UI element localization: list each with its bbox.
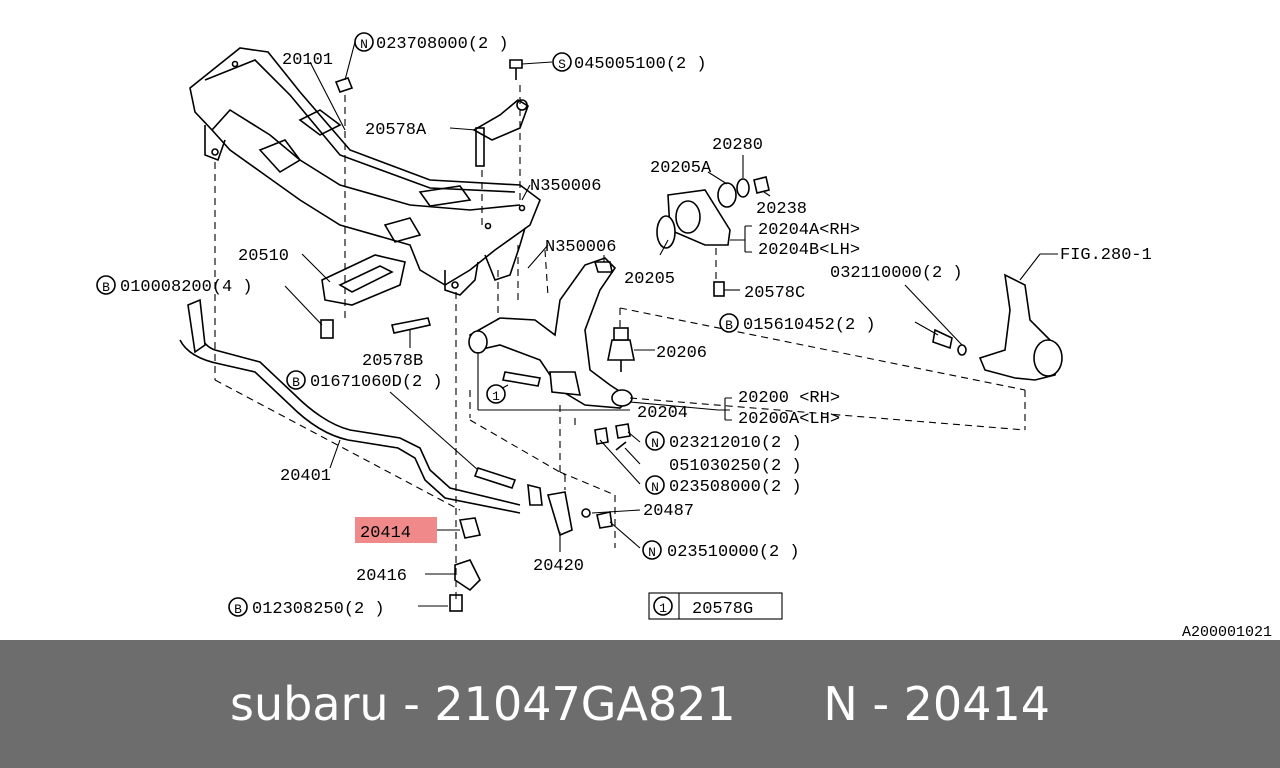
bolt-note1: [502, 371, 541, 387]
label-n023212010: 023212010(2 ): [669, 434, 802, 453]
knuckle-fig280: [932, 273, 1063, 381]
label-20204: 20204: [637, 404, 688, 423]
note-number: 1: [659, 601, 667, 616]
circle-letters: N S B B B B N N N 1: [96, 32, 739, 617]
circle-letter-b: B: [102, 280, 110, 295]
circle-letter-b: B: [292, 375, 300, 390]
bolt-01671060d: [473, 467, 517, 489]
label-20578c: 20578C: [744, 284, 805, 303]
label-20205: 20205: [624, 270, 675, 289]
label-20420: 20420: [533, 557, 584, 576]
label-n023510000: 023510000(2 ): [667, 543, 800, 562]
label-n023708000: 023708000(2 ): [376, 35, 509, 54]
label-051030250: 051030250(2 ): [669, 457, 802, 476]
footer-banner: subaru - 21047GA821 N - 20414: [0, 640, 1280, 768]
label-20578b: 20578B: [362, 352, 423, 371]
highlight-20414: [355, 517, 437, 543]
dashed-assembly-lines: [214, 85, 1026, 600]
label-b010008200: 010008200(4 ): [120, 278, 253, 297]
label-20414: 20414: [360, 524, 411, 543]
bushing-20414: [458, 517, 482, 539]
label-20578a: 20578A: [365, 121, 427, 140]
nut-023708000: [334, 77, 354, 93]
circle-letter-b: B: [725, 318, 733, 333]
washer-20205a: [717, 182, 737, 208]
leader-lines: [284, 41, 1058, 607]
footer-brand-part: subaru - 21047GA821: [230, 677, 736, 731]
circle-letter-n: N: [651, 480, 659, 495]
bolt-20578c: [713, 281, 725, 297]
label-b01671060d: 01671060D(2 ): [310, 373, 443, 392]
circle-letter-n: N: [648, 545, 656, 560]
label-20204b: 20204B<LH>: [758, 241, 860, 260]
note-part: 20578G: [692, 600, 753, 619]
link-20420: [527, 483, 613, 537]
label-032110000: 032110000(2 ): [830, 264, 963, 283]
label-20510: 20510: [238, 247, 289, 266]
label-20205a: 20205A: [650, 159, 712, 178]
label-20238: 20238: [756, 200, 807, 219]
part-labels: 20101 023708000(2 ) 045005100(2 ) 20578A…: [120, 35, 1272, 640]
label-b012308250: 012308250(2 ): [252, 600, 385, 619]
label-20280: 20280: [712, 136, 763, 155]
label-n350006-a: N350006: [530, 177, 601, 196]
nut-20280: [736, 178, 750, 198]
bolt-20578b: [391, 317, 432, 334]
nut-20238: [753, 176, 770, 194]
label-b015610452: 015610452(2 ): [743, 316, 876, 335]
circle-letter-one: 1: [492, 389, 500, 404]
label-20200: 20200 <RH>: [738, 389, 840, 408]
circle-letter-n: N: [651, 436, 659, 451]
label-20401: 20401: [280, 467, 331, 486]
bolt-051030250: [594, 427, 627, 451]
ball-joint-20206: [607, 327, 635, 372]
parts-diagram: N S B B B B N N N 1 20101 023708000(2 ) …: [96, 32, 1272, 640]
label-20416: 20416: [356, 567, 407, 586]
label-20204a: 20204A<RH>: [758, 221, 860, 240]
lower-arm-20200: [468, 257, 633, 409]
stabilizer-bar-20401: [179, 298, 521, 514]
label-20206: 20206: [656, 344, 707, 363]
bracket-20416: [454, 559, 481, 592]
label-n350006-b: N350006: [545, 238, 616, 257]
bolt-010008200: [320, 319, 334, 339]
reference-code: A200001021: [1182, 624, 1272, 640]
nut-023212010: [615, 423, 631, 439]
circle-letter-n: N: [360, 37, 368, 52]
label-n023508000: 023508000(2 ): [669, 478, 802, 497]
label-20101: 20101: [282, 51, 333, 70]
circle-letter-s: S: [558, 57, 566, 72]
label-20200a: 20200A<LH>: [738, 410, 840, 429]
label-20487: 20487: [643, 502, 694, 521]
note-box: [648, 592, 783, 620]
bolt-045005100: [509, 59, 523, 80]
circle-letter-b: B: [234, 602, 242, 617]
plate-20578a: [472, 99, 529, 167]
footer-spacer: [736, 677, 824, 731]
label-fig280: FIG.280-1: [1060, 246, 1152, 265]
footer-number: N - 20414: [823, 677, 1050, 731]
bushing-20204: [656, 189, 731, 249]
label-s045005100: 045005100(2 ): [574, 55, 707, 74]
crossmember-20101: [189, 47, 541, 296]
bracket-20510: [321, 254, 406, 306]
